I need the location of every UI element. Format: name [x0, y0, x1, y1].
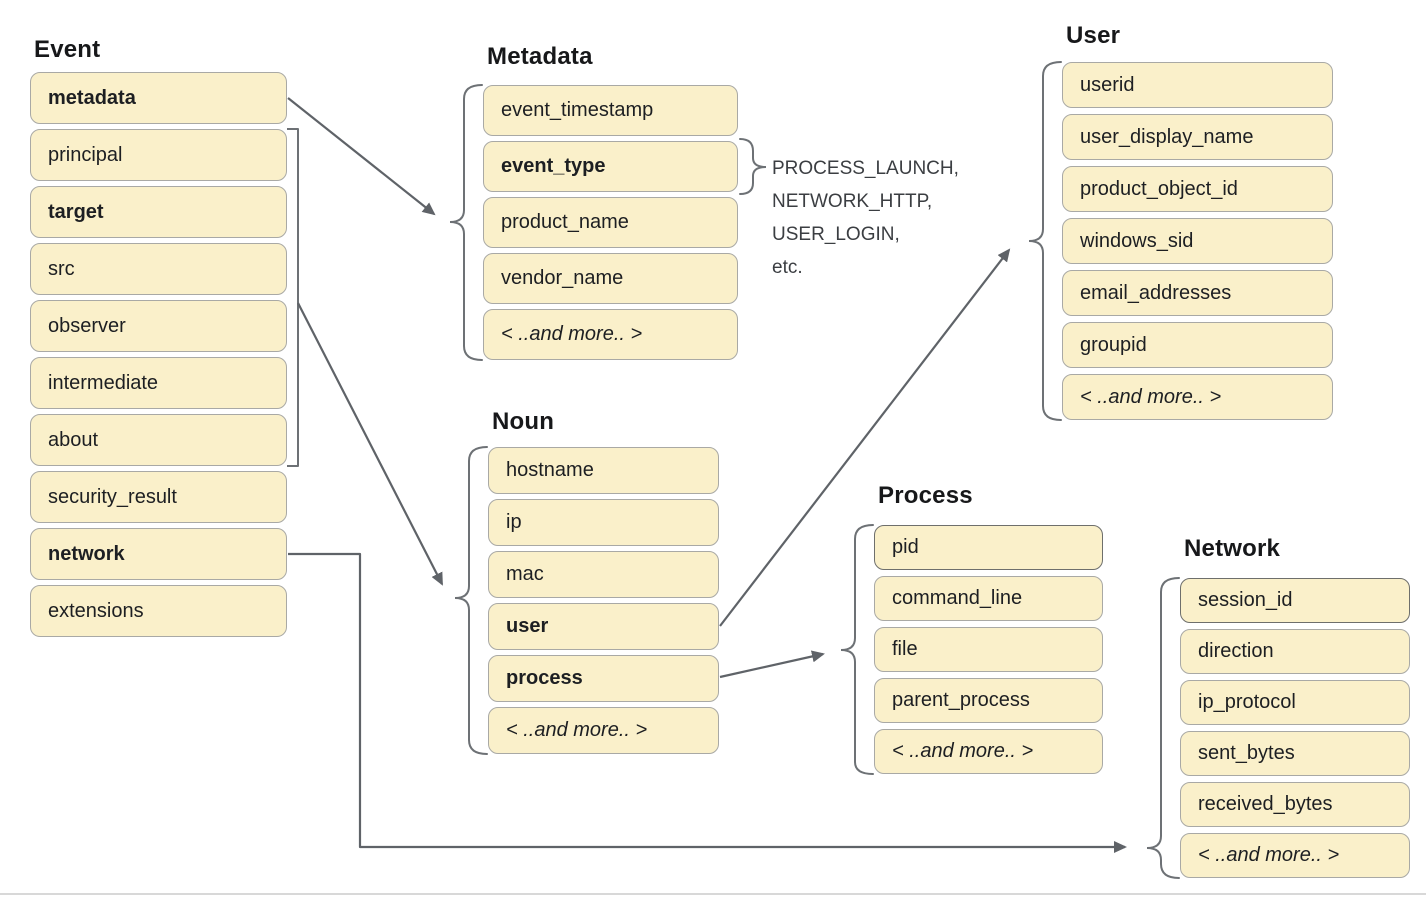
field-box-process: process [488, 655, 719, 702]
arrow-nouns-to-noun-group [297, 302, 443, 586]
event-type-values-brace [739, 138, 767, 195]
note-line: etc. [772, 257, 803, 278]
field-box-about: about [30, 414, 287, 466]
field-box-groupid: groupid [1062, 322, 1333, 368]
field-box-vendor-name: vendor_name [483, 253, 738, 304]
field-box-user-and-more: < ..and more.. > [1062, 374, 1333, 420]
field-box-security-result: security_result [30, 471, 287, 523]
note-line: USER_LOGIN, [772, 224, 900, 245]
network-group: Network session_id direction ip_protocol… [1180, 535, 1410, 878]
field-box-src: src [30, 243, 287, 295]
arrow-metadata-to-metadata-group [287, 97, 436, 216]
field-box-intermediate: intermediate [30, 357, 287, 409]
field-box-extensions: extensions [30, 585, 287, 637]
field-box-mac: mac [488, 551, 719, 598]
metadata-field-list: event_timestamp event_type product_name … [483, 85, 738, 360]
arrow-process-to-process-group [719, 650, 825, 679]
network-field-list: session_id direction ip_protocol sent_by… [1180, 578, 1410, 878]
group-title-process: Process [878, 482, 973, 509]
field-box-product-name: product_name [483, 197, 738, 248]
field-box-metadata: metadata [30, 72, 287, 124]
user-field-list: userid user_display_name product_object_… [1062, 62, 1333, 420]
field-box-command-line: command_line [874, 576, 1103, 621]
field-box-event-type: event_type [483, 141, 738, 192]
field-box-file: file [874, 627, 1103, 672]
field-box-pid: pid [874, 525, 1103, 570]
group-title-event: Event [34, 36, 101, 63]
noun-group-brace [454, 446, 488, 755]
field-box-noun-and-more: < ..and more.. > [488, 707, 719, 754]
metadata-group-brace [449, 84, 483, 361]
event-field-list: metadata principal target src observer i… [30, 72, 287, 637]
field-box-process-and-more: < ..and more.. > [874, 729, 1103, 774]
metadata-group: Metadata event_timestamp event_type prod… [483, 43, 738, 360]
field-box-principal: principal [30, 129, 287, 181]
group-title-user: User [1066, 22, 1121, 49]
group-title-metadata: Metadata [487, 43, 593, 70]
field-box-userid: userid [1062, 62, 1333, 108]
noun-field-list: hostname ip mac user process < ..and mor… [488, 447, 719, 754]
field-box-windows-sid: windows_sid [1062, 218, 1333, 264]
noun-group: Noun hostname ip mac user process < ..an… [488, 408, 719, 754]
field-box-user: user [488, 603, 719, 650]
group-title-noun: Noun [492, 408, 555, 435]
field-box-email-addresses: email_addresses [1062, 270, 1333, 316]
event-noun-fields-bracket [287, 128, 299, 467]
field-box-user-display-name: user_display_name [1062, 114, 1333, 160]
field-box-observer: observer [30, 300, 287, 352]
process-group: Process pid command_line file parent_pro… [874, 482, 1103, 774]
field-box-product-object-id: product_object_id [1062, 166, 1333, 212]
field-box-network: network [30, 528, 287, 580]
arrow-network-to-network-group [288, 552, 1127, 853]
field-box-metadata-and-more: < ..and more.. > [483, 309, 738, 360]
user-group: User userid user_display_name product_ob… [1062, 22, 1333, 420]
event-group: Event metadata principal target src obse… [30, 36, 287, 637]
field-box-event-timestamp: event_timestamp [483, 85, 738, 136]
event-type-values-note: PROCESS_LAUNCH, NETWORK_HTTP, USER_LOGIN… [772, 152, 959, 284]
process-field-list: pid command_line file parent_process < .… [874, 525, 1103, 774]
group-title-network: Network [1184, 535, 1281, 562]
field-box-ip: ip [488, 499, 719, 546]
process-group-brace [840, 524, 874, 775]
arrow-user-to-user-group [719, 248, 1011, 627]
page-divider [0, 893, 1426, 895]
field-box-target: target [30, 186, 287, 238]
user-group-brace [1028, 61, 1062, 421]
field-box-session-id: session_id [1180, 578, 1410, 623]
field-box-received-bytes: received_bytes [1180, 782, 1410, 827]
field-box-parent-process: parent_process [874, 678, 1103, 723]
note-line: PROCESS_LAUNCH, [772, 158, 959, 179]
note-line: NETWORK_HTTP, [772, 191, 933, 212]
field-box-network-and-more: < ..and more.. > [1180, 833, 1410, 878]
field-box-sent-bytes: sent_bytes [1180, 731, 1410, 776]
field-box-ip-protocol: ip_protocol [1180, 680, 1410, 725]
network-group-brace [1146, 577, 1180, 879]
field-box-direction: direction [1180, 629, 1410, 674]
field-box-hostname: hostname [488, 447, 719, 494]
